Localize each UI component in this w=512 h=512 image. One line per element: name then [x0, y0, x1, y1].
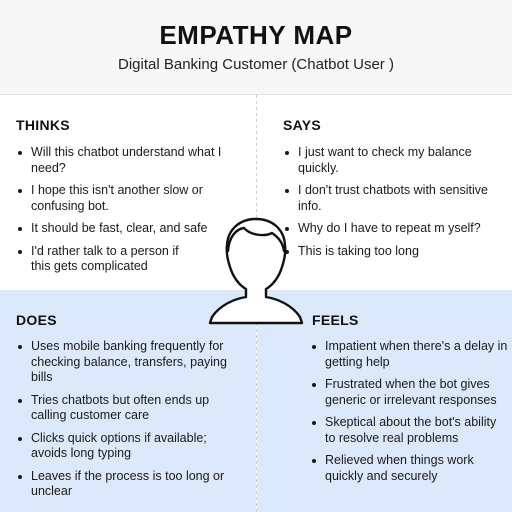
thinks-heading: THINKS: [16, 117, 70, 133]
list-item: Frustrated when the bot gives generic or…: [310, 377, 508, 408]
page-title: EMPATHY MAP: [159, 20, 353, 50]
says-heading: SAYS: [283, 117, 322, 133]
header: EMPATHY MAP Digital Banking Customer (Ch…: [0, 0, 512, 95]
page-subtitle: Digital Banking Customer (Chatbot User ): [118, 56, 394, 73]
list-item: Leaves if the process is too long or unc…: [16, 469, 242, 500]
says-list: I just want to check my balance quickly.…: [283, 145, 498, 266]
list-item: This is taking too long: [283, 244, 498, 260]
quadrant-says: SAYS I just want to check my balance qui…: [257, 95, 512, 290]
thinks-list: Will this chatbot understand what I need…: [16, 145, 232, 282]
quadrant-feels: FEELS Impatient when there's a delay in …: [257, 290, 512, 512]
list-item: I just want to check my balance quickly.: [283, 145, 498, 176]
list-item: Will this chatbot understand what I need…: [16, 145, 232, 176]
does-list: Uses mobile banking frequently for check…: [16, 339, 242, 507]
list-item: Skeptical about the bot's ability to res…: [310, 415, 508, 446]
feels-heading: FEELS: [312, 312, 359, 328]
list-item: Why do I have to repeat m yself?: [283, 221, 498, 237]
list-item: Relieved when things work quickly and se…: [310, 453, 508, 484]
user-avatar-icon: [206, 213, 306, 325]
list-item: Uses mobile banking frequently for check…: [16, 339, 242, 386]
list-item: I don't trust chatbots with sensitive in…: [283, 183, 498, 214]
list-item: Impatient when there's a delay in gettin…: [310, 339, 508, 370]
list-item: It should be fast, clear, and safe: [16, 221, 232, 237]
quadrant-does: DOES Uses mobile banking frequently for …: [0, 290, 256, 512]
list-item: I hope this isn't another slow or confus…: [16, 183, 232, 214]
feels-list: Impatient when there's a delay in gettin…: [310, 339, 508, 491]
list-item: I'd rather talk to a person if this gets…: [16, 244, 201, 275]
does-heading: DOES: [16, 312, 57, 328]
list-item: Clicks quick options if available; avoid…: [16, 431, 242, 462]
quadrant-thinks: THINKS Will this chatbot understand what…: [0, 95, 256, 290]
list-item: Tries chatbots but often ends up calling…: [16, 393, 242, 424]
